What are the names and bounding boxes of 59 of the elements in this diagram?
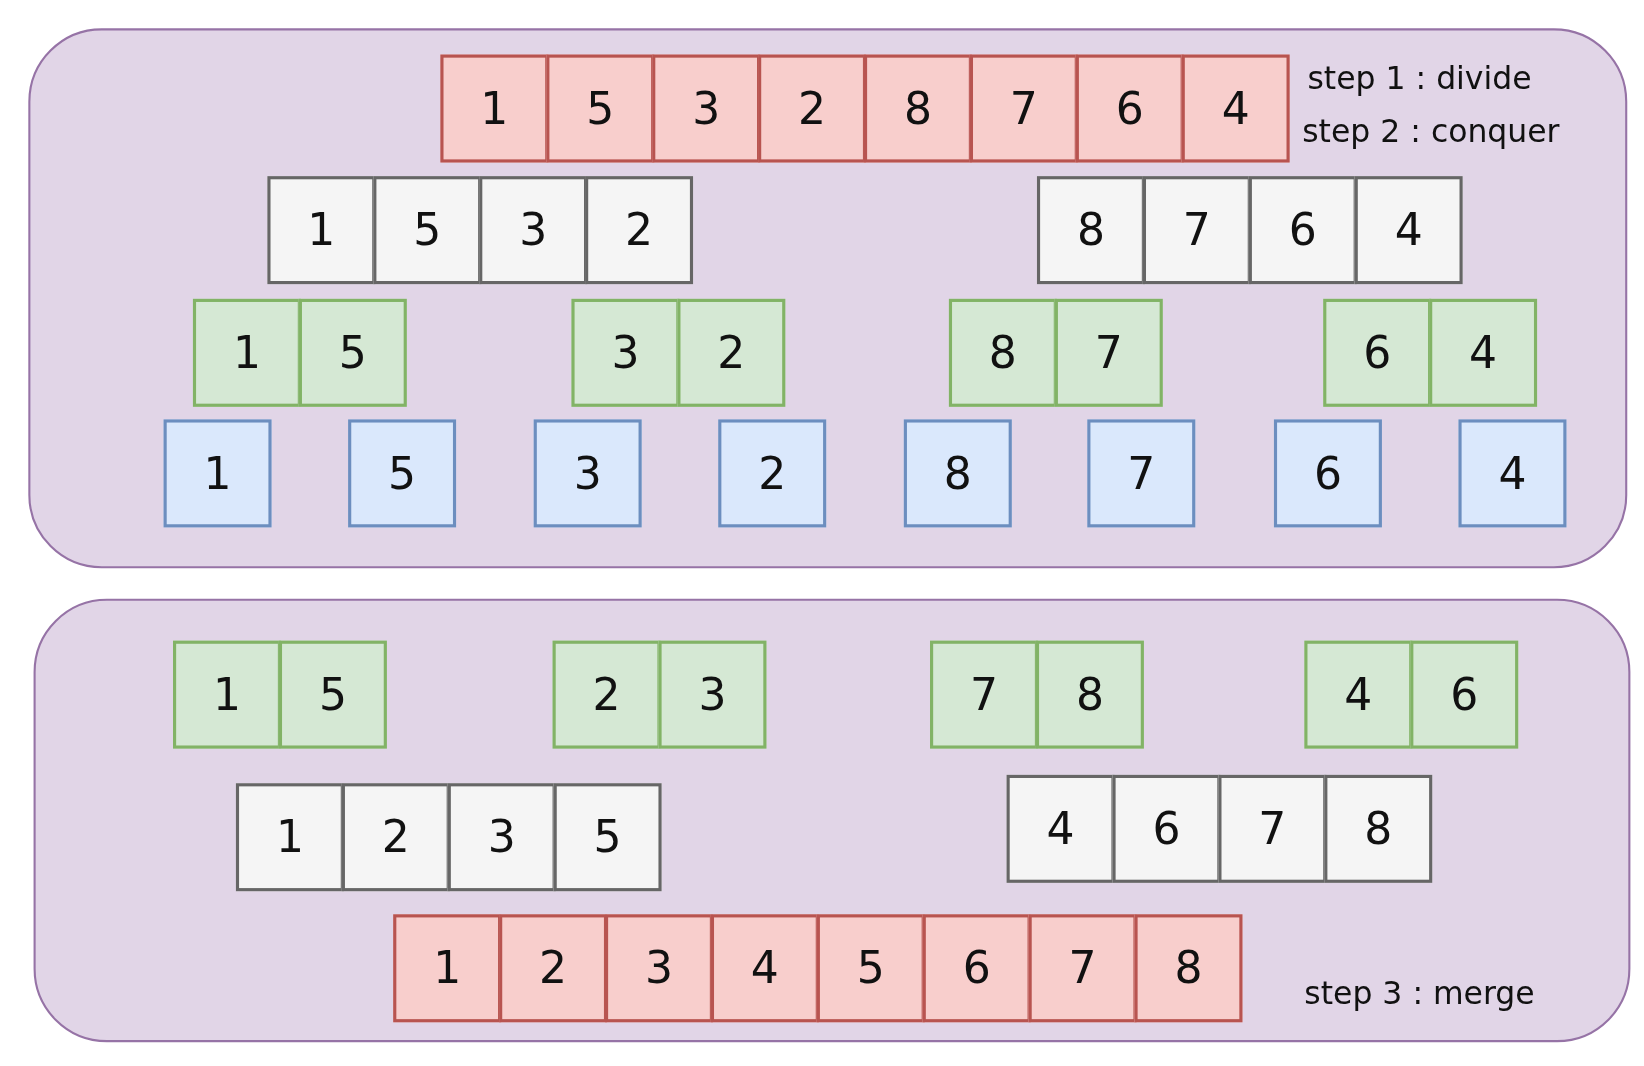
number-cell: 7 (1028, 914, 1137, 1023)
number-cell: 8 (903, 419, 1012, 528)
number-cell: 3 (479, 176, 588, 285)
number-cell: 5 (348, 419, 457, 528)
number-cell: 3 (571, 298, 680, 407)
number-cell: 1 (393, 914, 502, 1023)
number-cell: 4 (1006, 774, 1115, 883)
number-cell: 1 (267, 176, 376, 285)
number-cell: 6 (1248, 176, 1357, 285)
number-cell: 5 (816, 914, 925, 1023)
number-cell: 8 (1036, 176, 1145, 285)
number-cell: 5 (546, 54, 655, 163)
number-cell: 6 (1273, 419, 1382, 528)
number-cell: 1 (235, 783, 344, 892)
number-cell: 3 (533, 419, 642, 528)
number-cell: 4 (1429, 298, 1538, 407)
step-panel (33, 598, 1631, 1043)
number-cell: 1 (163, 419, 272, 528)
number-cell: 7 (1218, 774, 1327, 883)
number-cell: 8 (1035, 640, 1144, 749)
number-cell: 6 (922, 914, 1031, 1023)
step-panel (28, 28, 1628, 569)
number-cell: 6 (1112, 774, 1221, 883)
number-cell: 5 (553, 783, 662, 892)
number-cell: 2 (585, 176, 694, 285)
number-cell: 3 (605, 914, 713, 1023)
number-cell: 7 (1142, 176, 1251, 285)
number-cell: 8 (1324, 774, 1433, 883)
number-cell: 7 (1087, 419, 1196, 528)
number-cell: 2 (341, 783, 450, 892)
number-cell: 1 (173, 640, 281, 749)
number-cell: 6 (1075, 54, 1184, 163)
number-cell: 8 (1134, 914, 1243, 1023)
number-cell: 7 (969, 54, 1078, 163)
step-label: step 1 : divide (1307, 59, 1532, 97)
number-cell: 3 (658, 640, 767, 749)
number-cell: 1 (192, 298, 301, 407)
number-cell: 4 (1181, 54, 1290, 163)
number-cell: 5 (373, 176, 482, 285)
number-cell: 4 (1458, 419, 1567, 528)
number-cell: 4 (1354, 176, 1463, 285)
number-cell: 7 (930, 640, 1038, 749)
number-cell: 5 (298, 298, 407, 407)
step-label: step 3 : merge (1304, 975, 1535, 1012)
number-cell: 8 (863, 54, 972, 163)
number-cell: 2 (677, 298, 786, 407)
number-cell: 6 (1323, 298, 1432, 407)
number-cell: 2 (552, 640, 661, 749)
number-cell: 3 (447, 783, 556, 892)
number-cell: 3 (652, 54, 761, 163)
number-cell: 5 (278, 640, 387, 749)
number-cell: 1 (440, 54, 549, 163)
number-cell: 6 (1410, 640, 1519, 749)
step-label: step 2 : conquer (1302, 112, 1560, 149)
number-cell: 2 (718, 419, 827, 528)
number-cell: 8 (948, 298, 1057, 407)
number-cell: 7 (1054, 298, 1163, 407)
number-cell: 4 (710, 914, 819, 1023)
number-cell: 4 (1304, 640, 1413, 749)
